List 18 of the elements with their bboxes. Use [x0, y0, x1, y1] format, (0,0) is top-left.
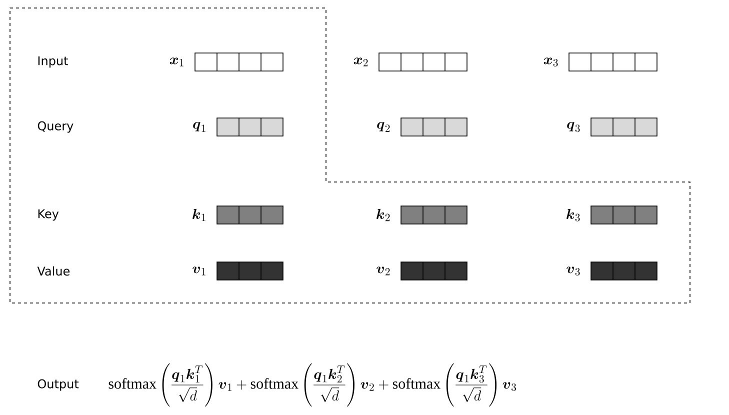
output-formula: $\mathrm{softmax}\left(\frac{\boldsymbol{q}_1\boldsymbol{k}_1^T}{\sqrt{d}}\right)\boldsymbol{v}_1+\mathrm{softmax}\left(\frac{\boldsymbol{q}_1\boldsymbol{k}_2^T}{\sqrt{d}}\right)\boldsymbol{v}_2+\mathrm{softmax}\left(\frac{\boldsymbol{q}_1\boldsymbol{k}_3^T}{\sqrt{d}}\right)\boldsymbol{v}_3$	[108, 363, 516, 407]
row-label: Input	[38, 56, 68, 68]
vector-symbol: $\boldsymbol{k}_3$	[566, 208, 580, 222]
vector-symbol: $\boldsymbol{v}_2$	[376, 266, 390, 276]
vector-symbol: $\boldsymbol{q}_1$	[193, 122, 206, 132]
row-label: Output	[38, 379, 79, 391]
vector-symbol: $\boldsymbol{v}_1$	[192, 266, 206, 276]
vector-symbol: $\boldsymbol{k}_2$	[376, 208, 390, 222]
vector-symbol: $\boldsymbol{q}_3$	[567, 122, 580, 132]
row-label: Query	[38, 121, 74, 133]
row-label: Key	[38, 209, 59, 221]
vector-symbol: $\boldsymbol{x}_2$	[354, 58, 368, 66]
vector-symbol: $\boldsymbol{q}_2$	[377, 122, 390, 132]
vector-symbol: $\boldsymbol{v}_3$	[566, 266, 580, 276]
row-label: Value	[37, 266, 70, 276]
vector-symbol: $\boldsymbol{x}_3$	[544, 58, 558, 67]
vector-symbol: $\boldsymbol{k}_1$	[192, 208, 206, 222]
vector-symbol: $\boldsymbol{x}_1$	[170, 58, 184, 66]
